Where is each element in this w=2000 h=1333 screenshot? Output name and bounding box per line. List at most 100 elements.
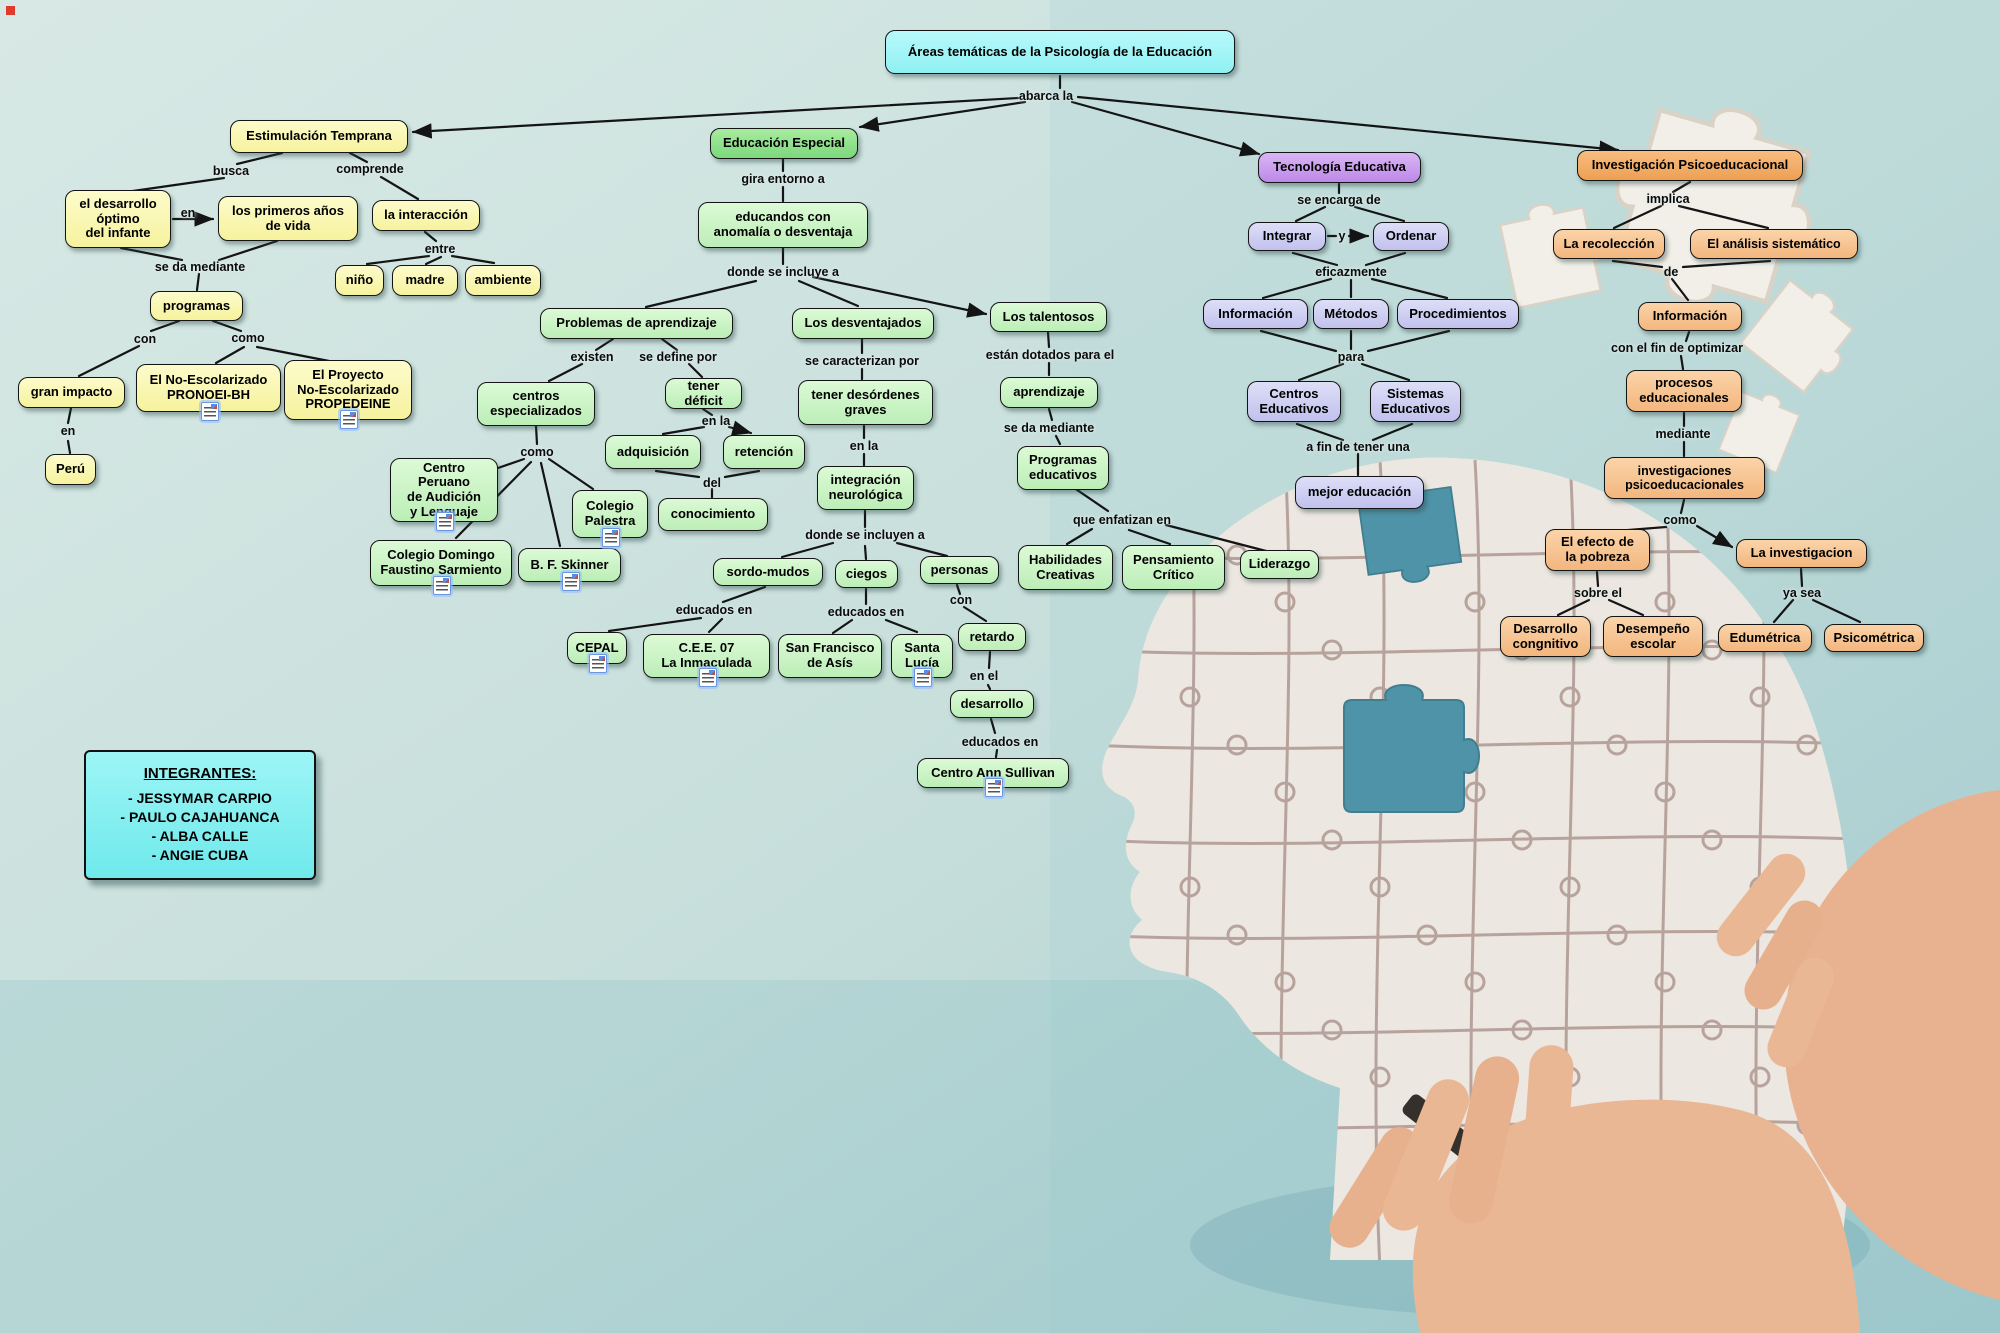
node-programas-educativos: Programas educativos (1017, 446, 1109, 490)
connector-line (131, 176, 226, 193)
connector-line (780, 541, 835, 559)
link-label-y: y (1338, 229, 1346, 243)
resource-link-icon[interactable] (433, 576, 451, 595)
node-primeros-anos: los primeros años de vida (218, 196, 358, 241)
node-pensamiento-critico: Pensamiento Crítico (1122, 545, 1225, 590)
link-label-mediante: mediante (1655, 427, 1711, 441)
link-label-donde-se-incluye-a: donde se incluye a (727, 265, 839, 279)
link-label-a-fin-de-tener-una: a fin de tener una (1306, 440, 1410, 454)
connector-line (379, 175, 420, 201)
resource-link-icon[interactable] (200, 402, 219, 421)
resource-link-icon[interactable] (561, 572, 580, 591)
node-propedeine: El Proyecto No-Escolarizado PROPEDEINE (284, 360, 412, 420)
connector-line (1076, 95, 1620, 156)
connector-line (1684, 330, 1691, 343)
connector-line (1360, 362, 1411, 382)
connector-line (895, 541, 949, 558)
node-conocimiento: conocimiento (658, 498, 768, 531)
link-label-sobre-el: sobre el (1574, 586, 1622, 600)
connector-line (1295, 422, 1345, 442)
node-programas: programas (150, 291, 243, 321)
link-label-estan-dotados: están dotados para el (985, 348, 1115, 362)
connector-line (1679, 354, 1685, 371)
connector-line (1671, 180, 1692, 194)
node-procedimientos: Procedimientos (1397, 299, 1519, 329)
connector-line (962, 605, 988, 623)
link-label-existen: existen (570, 350, 614, 364)
link-label-que-enfatizan-en: que enfatizan en (1073, 513, 1171, 527)
node-retardo: retardo (958, 623, 1026, 651)
link-label-gira-entorno-a: gira entorno a (741, 172, 825, 186)
connector-line (831, 618, 854, 635)
resource-link-icon[interactable] (589, 654, 607, 673)
resource-link-icon[interactable] (985, 778, 1003, 797)
connector-line (661, 425, 706, 436)
node-desarrollo-optimo: el desarrollo óptimo del infante (65, 190, 171, 248)
link-label-con-2: con (949, 593, 973, 607)
connector-line (1607, 598, 1645, 617)
node-tecnologia-educativa: Tecnología Educativa (1258, 152, 1421, 183)
link-label-de: de (1663, 265, 1679, 279)
connector-line (235, 151, 284, 166)
link-label-ya-sea: ya sea (1782, 586, 1822, 600)
node-la-interaccion: la interacción (372, 200, 480, 231)
connector-line (1679, 498, 1686, 515)
connector-line (1366, 329, 1451, 353)
connector-line (1695, 524, 1734, 549)
connector-line (450, 254, 496, 265)
node-ambiente: ambiente (465, 265, 541, 296)
link-label-en-la-1: en la (701, 414, 731, 428)
link-label-en-el: en el (969, 669, 999, 683)
node-retencion: retención (723, 435, 805, 469)
connector-line (365, 254, 431, 266)
connector-line (721, 585, 767, 604)
connector-line (811, 275, 988, 318)
connector-line (217, 239, 279, 262)
link-label-con-el-fin-de-optimizar: con el fin de optimizar (1611, 341, 1743, 355)
connector-line (66, 439, 72, 455)
resource-link-icon[interactable] (698, 668, 717, 687)
connector-line (547, 362, 584, 383)
node-madre: madre (392, 265, 458, 296)
link-label-se-da-mediante-1: se da mediante (154, 260, 246, 274)
connector-line (707, 617, 724, 634)
resource-link-icon[interactable] (602, 528, 620, 547)
link-label-para: para (1337, 350, 1365, 364)
node-integrar: Integrar (1248, 222, 1326, 251)
link-label-como-3: como (1663, 513, 1697, 527)
node-analisis-sistematico: El análisis sistemático (1690, 229, 1858, 259)
connector-line (195, 272, 201, 292)
resource-link-icon[interactable] (340, 410, 358, 429)
node-nino: niño (335, 265, 384, 296)
node-habilidades-creativas: Habilidades Creativas (1018, 545, 1113, 590)
link-label-comprende: comprende (336, 162, 404, 176)
connector-line (348, 151, 369, 164)
node-procesos-educacionales: procesos educacionales (1626, 370, 1742, 412)
connector-line (1065, 527, 1094, 546)
node-informacion-tec: Información (1203, 299, 1308, 329)
link-label-eficazmente: eficazmente (1315, 265, 1387, 279)
connector-line (1127, 528, 1172, 546)
link-label-educados-en-1: educados en (675, 603, 753, 617)
connector-line (884, 618, 919, 634)
link-label-como-1: como (231, 331, 265, 345)
node-ciegos: ciegos (835, 560, 898, 588)
resource-link-icon[interactable] (914, 668, 932, 687)
connector-line (255, 345, 331, 363)
node-mejor-educacion: mejor educación (1295, 476, 1424, 509)
node-sordo-mudos: sordo-mudos (713, 558, 823, 586)
connector-line (423, 230, 438, 243)
connector-line (594, 337, 615, 352)
link-label-abarca-la: abarca la (1018, 89, 1074, 103)
link-label-se-caracterizan-por: se caracterizan por (805, 354, 919, 368)
node-problemas-aprendizaje: Problemas de aprendizaje (540, 308, 733, 339)
connector-line (1294, 205, 1327, 223)
member-name: - PAULO CAJAHUANCA (120, 809, 280, 826)
node-educacion-especial: Educación Especial (710, 128, 858, 159)
resource-link-icon[interactable] (436, 512, 454, 531)
connector-line (411, 96, 1020, 139)
node-gran-impacto: gran impacto (18, 377, 125, 408)
